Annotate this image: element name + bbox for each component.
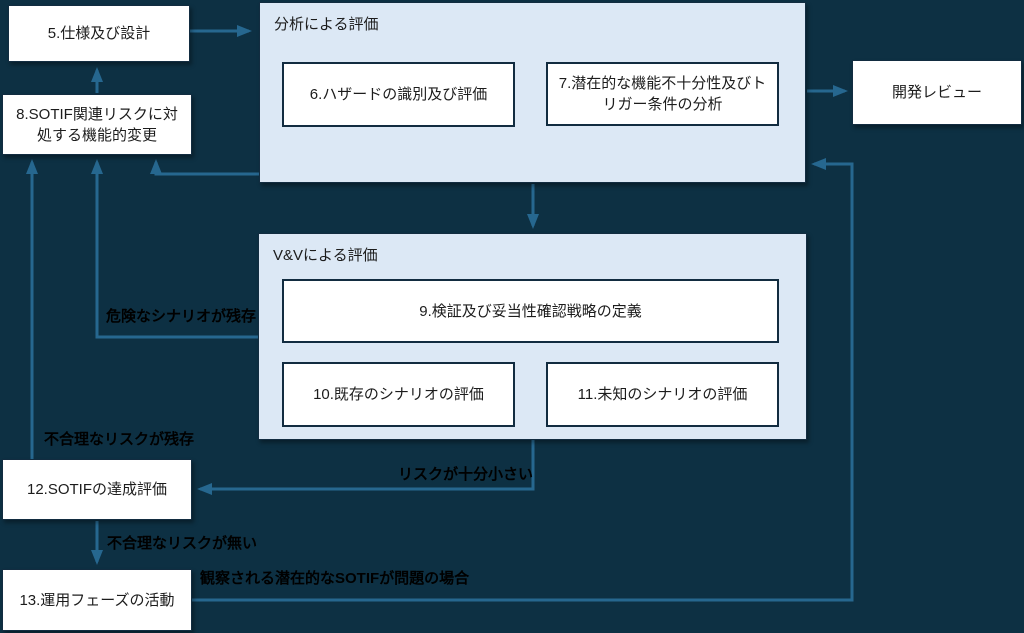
edge-label-hazardous-scenario-remains: 危険なシナリオが残存 (106, 308, 257, 325)
node-sotif-achievement-evaluation: 12.SOTIFの達成評価 (2, 459, 192, 520)
node-known-scenarios-evaluation-label: 10.既存のシナリオの評価 (313, 386, 484, 403)
node-operation-phase-activities: 13.運用フェーズの活動 (2, 569, 192, 631)
node-insufficiency-analysis: 7.潜在的な機能不十分性及びトリガー条件の分析 (546, 62, 779, 126)
node-insufficiency-analysis-label: 7.潜在的な機能不十分性及びトリガー条件の分析 (558, 75, 767, 113)
node-sotif-achievement-evaluation-label: 12.SOTIFの達成評価 (26, 481, 168, 498)
node-functional-modification-label: 8.SOTIF関連リスクに対処する機能的変更 (16, 105, 178, 144)
group-evaluation-by-vv-title: V&Vによる評価 (273, 247, 378, 264)
arrow-analysis-to-funcmod (150, 159, 259, 176)
edge-label-observed-sotif-issue: 観察される潜在的なSOTIFが問題の場合 (200, 570, 470, 587)
group-evaluation-by-analysis-title: 分析による評価 (274, 16, 379, 33)
node-hazard-identification-label: 6.ハザードの識別及び評価 (309, 86, 488, 103)
group-evaluation-by-vv: V&Vによる評価 9.検証及び妥当性確認戦略の定義 10.既存のシナリオの評価 … (258, 233, 807, 440)
node-operation-phase-activities-label: 13.運用フェーズの活動 (19, 591, 175, 609)
node-unknown-scenarios-evaluation-label: 11.未知のシナリオの評価 (577, 386, 748, 403)
node-known-scenarios-evaluation: 10.既存のシナリオの評価 (282, 362, 515, 427)
node-unknown-scenarios-evaluation: 11.未知のシナリオの評価 (546, 362, 779, 427)
edge-label-risk-sufficiently-small: リスクが十分小さい (398, 466, 534, 483)
node-development-review-label: 開発レビュー (891, 84, 982, 101)
node-functional-modification: 8.SOTIF関連リスクに対処する機能的変更 (2, 94, 192, 155)
edge-label-no-unreasonable-risk: 不合理なリスクが無い (107, 535, 258, 552)
edge-label-unreasonable-risk-remains: 不合理なリスクが残存 (44, 431, 195, 448)
node-spec-and-design: 5.仕様及び設計 (8, 5, 190, 62)
node-hazard-identification: 6.ハザードの識別及び評価 (282, 62, 515, 127)
group-evaluation-by-analysis: 分析による評価 6.ハザードの識別及び評価 7.潜在的な機能不十分性及びトリガー… (259, 2, 806, 183)
node-spec-and-design-label: 5.仕様及び設計 (47, 25, 151, 42)
node-development-review: 開発レビュー (852, 60, 1022, 125)
node-vv-strategy-definition: 9.検証及び妥当性確認戦略の定義 (282, 279, 779, 343)
node-vv-strategy-definition-label: 9.検証及び妥当性確認戦略の定義 (419, 302, 642, 320)
